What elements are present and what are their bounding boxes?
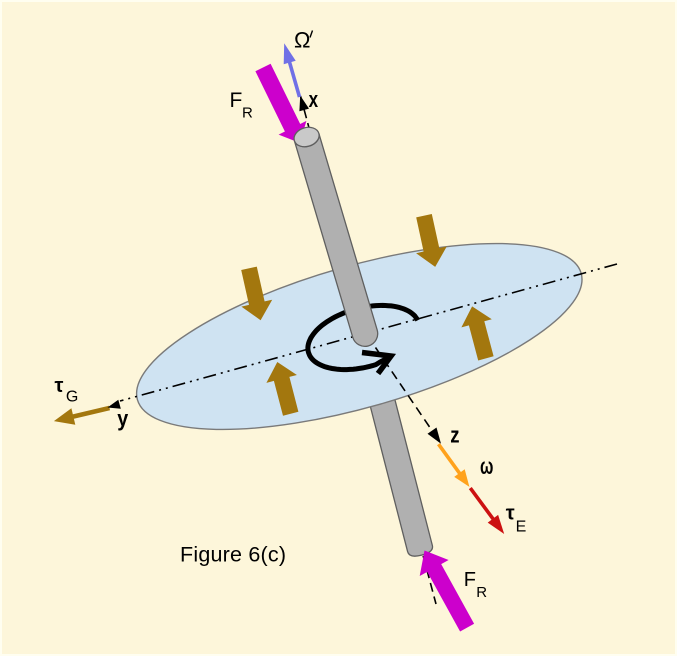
- svg-text:x: x: [309, 87, 319, 112]
- svg-text:F: F: [464, 569, 476, 591]
- svg-text:Ω: Ω: [294, 28, 310, 53]
- svg-text:R: R: [242, 105, 253, 122]
- svg-text:R: R: [476, 584, 487, 601]
- svg-text:G: G: [66, 389, 78, 406]
- svg-text:τ: τ: [506, 503, 515, 525]
- svg-text:τ: τ: [55, 375, 64, 397]
- svg-text:Figure 6(c): Figure 6(c): [180, 543, 286, 567]
- svg-text:F: F: [230, 89, 243, 112]
- svg-text:ω: ω: [480, 453, 493, 479]
- svg-text:z: z: [450, 423, 459, 448]
- svg-text:y: y: [117, 406, 129, 431]
- svg-text:E: E: [516, 519, 527, 536]
